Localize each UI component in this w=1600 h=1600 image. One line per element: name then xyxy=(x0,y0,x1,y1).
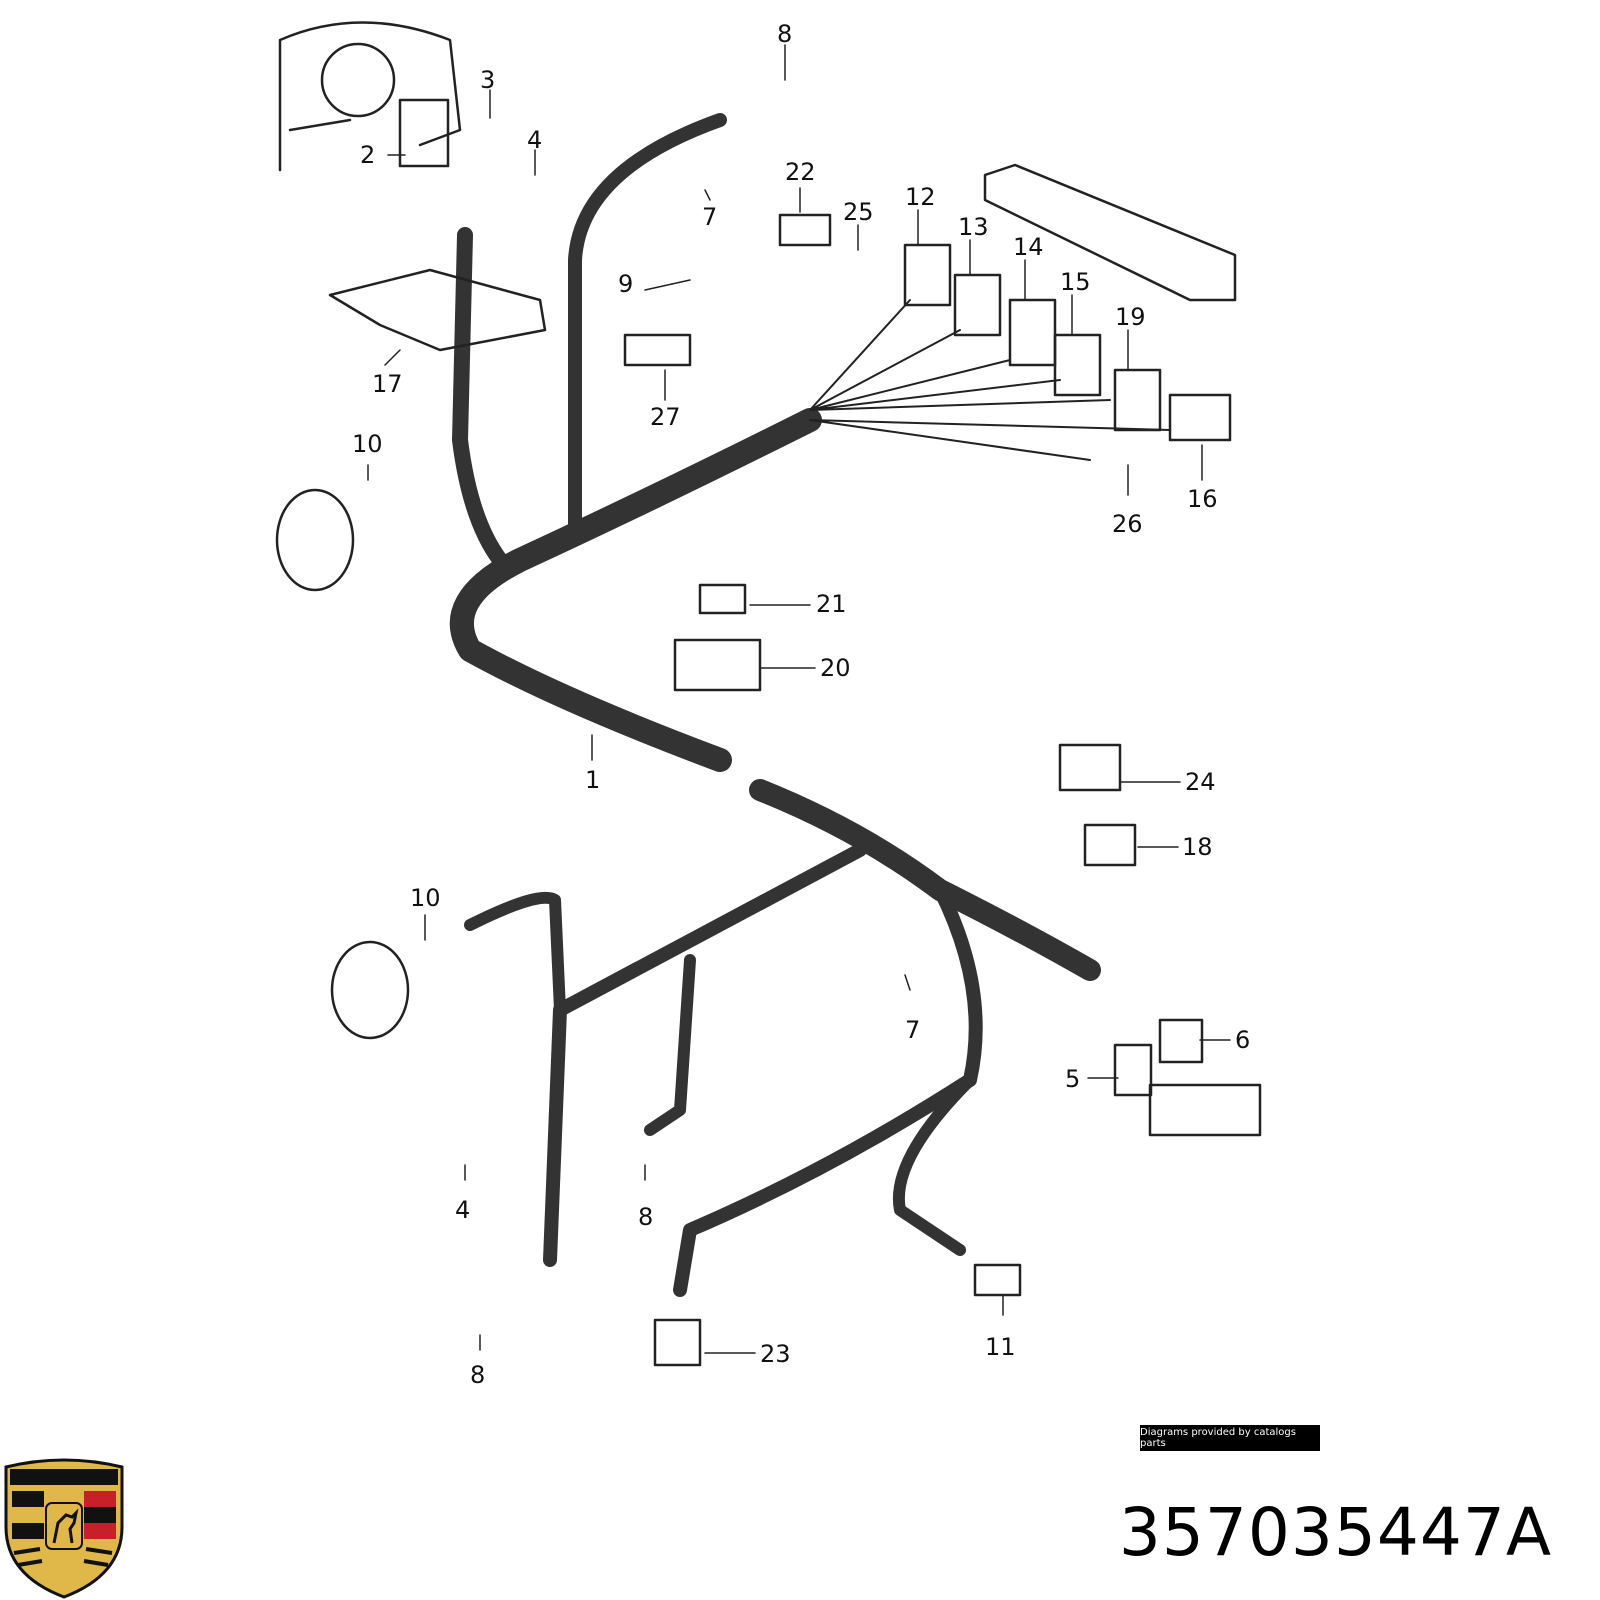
callout: 27 xyxy=(650,403,681,431)
callout: 5 xyxy=(1065,1065,1080,1093)
crest-antlers xyxy=(13,1547,113,1567)
connector-23 xyxy=(653,1318,702,1367)
callout: 20 xyxy=(820,654,851,682)
relay-15 xyxy=(1053,333,1102,397)
callout: 22 xyxy=(785,158,816,186)
callout: 1 xyxy=(585,766,600,794)
harness-branch-rear-right xyxy=(892,1074,976,1256)
callout: 2 xyxy=(360,141,375,169)
harness-branch-upper-left xyxy=(452,227,508,568)
callout: 11 xyxy=(985,1333,1016,1361)
callout: 4 xyxy=(527,126,542,154)
crest-center-shield xyxy=(45,1502,83,1550)
diagram-credit-badge: Diagrams provided by catalogs parts xyxy=(1140,1425,1320,1451)
callout-labels: 8 3 4 2 7 22 25 12 13 14 15 9 17 27 19 1… xyxy=(352,20,1250,1389)
harness-branch-lower-left-b xyxy=(464,891,566,1016)
callout: 25 xyxy=(843,198,874,226)
connector-18 xyxy=(1083,823,1137,867)
porsche-crest-logo xyxy=(4,1458,124,1599)
harness-branch-upper-center xyxy=(568,113,727,537)
crest-banner xyxy=(10,1469,118,1485)
relay-12 xyxy=(903,243,952,307)
leader-lines xyxy=(367,44,1231,1354)
speaker-grille-upper xyxy=(275,488,355,592)
connector-20 xyxy=(673,638,762,692)
relay-wires xyxy=(809,299,1171,461)
callout: 15 xyxy=(1060,268,1091,296)
connector-2 xyxy=(398,98,450,168)
relay-14 xyxy=(1008,298,1057,367)
callout: 10 xyxy=(410,884,441,912)
connector-6 xyxy=(1158,1018,1204,1064)
callout: 21 xyxy=(816,590,847,618)
main-harness-trunk xyxy=(449,408,822,772)
callout: 7 xyxy=(702,203,717,231)
connector-16 xyxy=(1168,393,1232,442)
callout: 8 xyxy=(777,20,792,48)
connector-27 xyxy=(623,333,692,367)
callout: 24 xyxy=(1185,768,1216,796)
callout: 13 xyxy=(958,213,989,241)
connector-11 xyxy=(973,1263,1022,1297)
harness-branch-lower-mid xyxy=(644,954,696,1136)
connector-24 xyxy=(1058,743,1122,792)
callout: 8 xyxy=(638,1203,653,1231)
callout: 23 xyxy=(760,1340,791,1368)
callout: 7 xyxy=(905,1016,920,1044)
relay-13 xyxy=(953,273,1002,337)
callout: 12 xyxy=(905,183,936,211)
horse-icon xyxy=(52,1508,79,1544)
part-number: 357035447A xyxy=(1118,1494,1552,1571)
callout: 14 xyxy=(1013,233,1044,261)
callout: 9 xyxy=(618,270,633,298)
speaker-grille-lower xyxy=(330,940,410,1040)
callout: 8 xyxy=(470,1361,485,1389)
callout: 19 xyxy=(1115,303,1146,331)
relay-19 xyxy=(1113,368,1162,432)
fuse-box xyxy=(983,163,1237,302)
connector-21 xyxy=(698,583,747,615)
harness-branch-lower-left xyxy=(543,843,867,1267)
callout: 18 xyxy=(1182,833,1213,861)
gauge-dial xyxy=(320,42,396,118)
callout: 6 xyxy=(1235,1026,1250,1054)
crest-stripes-left xyxy=(12,1491,44,1539)
callout: 3 xyxy=(480,66,495,94)
instrument-cluster xyxy=(278,21,462,172)
callout: 26 xyxy=(1112,510,1143,538)
radio-unit xyxy=(1148,1083,1262,1137)
crest-red-right xyxy=(84,1491,116,1539)
callout: 17 xyxy=(372,370,403,398)
crest-black-right xyxy=(84,1507,116,1523)
connector-5 xyxy=(1113,1043,1153,1097)
callout: 4 xyxy=(455,1196,470,1224)
connector-22 xyxy=(778,213,832,247)
mounting-bracket xyxy=(328,268,547,352)
callout: 10 xyxy=(352,430,383,458)
callout: 16 xyxy=(1187,485,1218,513)
